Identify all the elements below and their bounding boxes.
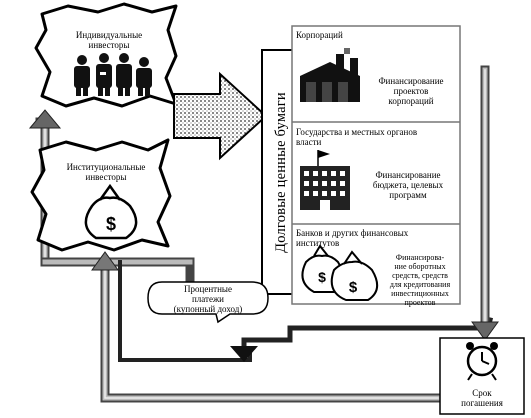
arrow-up-institutional	[91, 251, 119, 271]
maturity-label: Срок погашения	[461, 388, 503, 408]
individual-investors-label: Индивидуальные инвесторы	[75, 30, 143, 50]
money-bag-icon: $	[84, 183, 138, 240]
institutional-investors-label: Институциональные инвесторы	[66, 162, 146, 182]
issuer-purpose-banks: Финансирова- ние оборотных средств, сред…	[389, 253, 451, 307]
investment-arrow	[173, 71, 268, 161]
government-building-icon	[300, 150, 350, 210]
arrow-down-maturity	[471, 321, 499, 341]
svg-text:$: $	[106, 214, 116, 234]
arrow-up-individual	[28, 109, 62, 129]
issuer-name-banks: Банков и других финансовых институтов	[296, 228, 409, 248]
coupon-bubble	[147, 281, 269, 324]
issuer-name-corporations: Корпораций	[296, 30, 343, 40]
issuer-purpose-corporations: Финансирование проектов корпораций	[378, 76, 444, 106]
people-icon	[74, 53, 152, 96]
arrow-down-coupon	[230, 346, 258, 362]
coupon-label: Процентные платежи (купонный доход)	[173, 284, 243, 314]
svg-text:$: $	[318, 269, 326, 285]
debt-securities-title: Долговые ценные бумаги	[272, 91, 289, 253]
issuer-purpose-government: Финансирование бюджета, целевых программ	[372, 170, 444, 200]
debt-securities-title-wrap: Долговые ценные бумаги	[259, 52, 303, 292]
svg-text:$: $	[349, 279, 358, 296]
factory-icon	[300, 48, 360, 102]
alarm-clock-icon	[466, 342, 498, 381]
issuer-name-government: Государства и местных органов власти	[296, 127, 418, 147]
money-bags-icon: $ $	[301, 244, 379, 301]
